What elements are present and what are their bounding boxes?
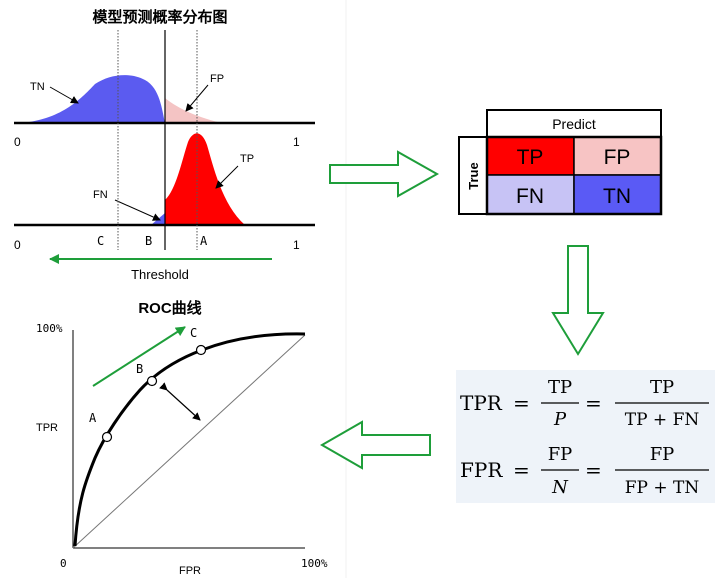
negative-distribution-tn-area bbox=[20, 75, 165, 123]
cell-fn-text: FN bbox=[516, 185, 544, 208]
tn-label: TN bbox=[30, 81, 45, 93]
tp-label: TP bbox=[240, 153, 254, 165]
fpr-equals-2: = bbox=[585, 458, 602, 482]
bottom-axis-start-label: 0 bbox=[14, 238, 21, 252]
tpr-den2: TP + FN bbox=[625, 410, 700, 430]
roc-diagonal-line bbox=[72, 334, 306, 549]
top-axis-end-label: 1 bbox=[293, 135, 300, 149]
roc-x-axis-label: FPR bbox=[179, 565, 201, 577]
positive-distribution-tp-area bbox=[165, 133, 245, 225]
fpr-den1: N bbox=[551, 477, 569, 498]
fn-pointer-arrow bbox=[114, 199, 161, 221]
roc-point-a-label: A bbox=[89, 411, 97, 425]
roc-point-c-label: C bbox=[190, 326, 197, 340]
roc-x-end-label: 100% bbox=[301, 557, 328, 570]
roc-distance-arrow bbox=[159, 382, 201, 421]
cell-fp-text: FP bbox=[604, 146, 631, 169]
fpr-lhs: FPR bbox=[460, 458, 503, 482]
threshold-marker-b: B bbox=[145, 234, 152, 248]
fp-pointer-arrow bbox=[185, 84, 209, 112]
fpr-num1: FP bbox=[548, 444, 573, 465]
fp-label: FP bbox=[210, 73, 224, 85]
tpr-num2: TP bbox=[650, 377, 674, 398]
tp-pointer-arrow bbox=[215, 165, 239, 189]
matrix-border bbox=[485, 135, 663, 216]
roc-point-c bbox=[195, 344, 207, 356]
formula-panel bbox=[456, 370, 715, 503]
fpr-equals-1: = bbox=[513, 458, 530, 482]
threshold-marker-a: A bbox=[200, 234, 208, 248]
tpr-equals-2: = bbox=[585, 391, 602, 415]
tpr-equals-1: = bbox=[513, 391, 530, 415]
roc-title: ROC曲线 bbox=[138, 299, 201, 317]
cell-tn bbox=[573, 174, 662, 215]
true-label: True bbox=[466, 162, 481, 189]
roc-y-axis-label: TPR bbox=[36, 422, 58, 434]
negative-distribution-fp-area bbox=[165, 98, 222, 123]
predict-header-box bbox=[486, 109, 662, 138]
threshold-label: Threshold bbox=[131, 267, 189, 282]
fpr-den2: FP + TN bbox=[625, 478, 700, 498]
tpr-den1: P bbox=[553, 409, 567, 430]
roc-curve bbox=[73, 332, 306, 547]
right-hollow-arrow bbox=[329, 150, 440, 198]
fpr-num2: FP bbox=[650, 444, 675, 465]
roc-point-b bbox=[146, 375, 158, 387]
top-axis-start-label: 0 bbox=[14, 135, 21, 149]
tn-pointer-arrow bbox=[49, 86, 79, 104]
cell-tp-text: TP bbox=[517, 146, 544, 169]
fpr-formula: FPR = FP N = FP FP + TN bbox=[460, 444, 709, 498]
distribution-title: 模型预测概率分布图 bbox=[92, 8, 227, 26]
roc-y-top-label: 100% bbox=[36, 322, 63, 335]
predict-label: Predict bbox=[552, 116, 596, 132]
tpr-formula: TPR = TP P = TP TP + FN bbox=[460, 377, 709, 430]
tpr-lhs: TPR bbox=[460, 391, 503, 415]
left-hollow-arrow bbox=[319, 420, 431, 470]
bottom-axis-end-label: 1 bbox=[293, 238, 300, 252]
cell-fn bbox=[486, 174, 575, 215]
threshold-marker-c: C bbox=[97, 234, 104, 248]
true-header-box bbox=[458, 136, 488, 215]
cell-tn-text: TN bbox=[603, 185, 631, 208]
roc-x-origin-label: 0 bbox=[60, 557, 67, 570]
down-hollow-arrow bbox=[551, 245, 605, 356]
tpr-num1: TP bbox=[548, 377, 572, 398]
roc-point-b-label: B bbox=[136, 362, 143, 376]
cell-fp bbox=[573, 136, 662, 176]
fn-label: FN bbox=[93, 189, 108, 201]
roc-point-a bbox=[101, 431, 113, 443]
roc-direction-arrow bbox=[92, 326, 186, 387]
